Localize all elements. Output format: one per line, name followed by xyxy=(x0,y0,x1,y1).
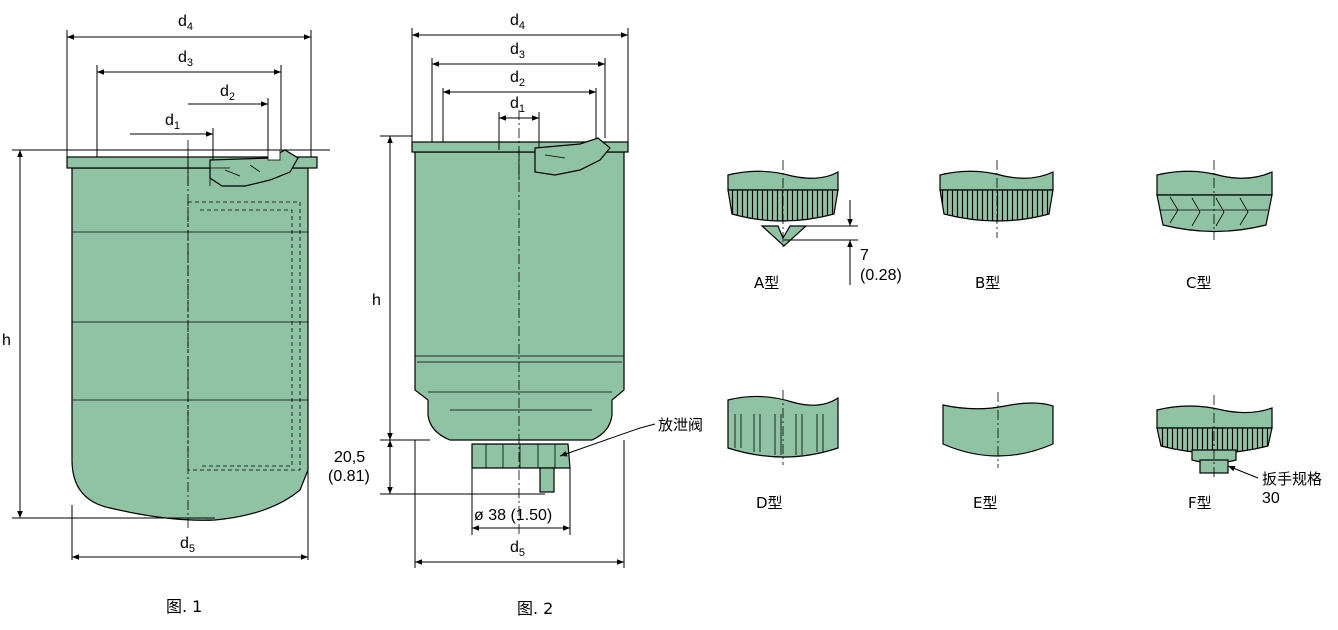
fig1-h-label: h xyxy=(2,332,11,349)
fig2-can-body xyxy=(414,151,625,441)
fig2-drain-dia: ø 38 (1.50) xyxy=(474,507,552,524)
svg-text:d1: d1 xyxy=(510,95,525,115)
fig2-top-plate xyxy=(411,141,629,153)
fig2-drain-valve-label: 放泄阀 xyxy=(658,416,703,434)
fig2-caption: 图. 2 xyxy=(517,599,553,618)
fig1-d3-label: d xyxy=(178,49,187,66)
type-a: 7 (0.28) A型 xyxy=(727,160,902,292)
svg-text:d1: d1 xyxy=(165,112,180,132)
type-c-label: C型 xyxy=(1186,274,1211,292)
type-f: 扳手规格 30 F型 xyxy=(1156,395,1322,512)
type-f-value: 30 xyxy=(1262,490,1280,507)
fig1-d5-label: d xyxy=(180,535,189,552)
type-d: D型 xyxy=(727,390,839,512)
figure-1: d4 d3 d2 d1 d5 h 图. 1 xyxy=(2,13,330,616)
svg-text:d4: d4 xyxy=(178,13,193,33)
type-b-label: B型 xyxy=(975,274,1000,292)
fig1-d2-label: d xyxy=(220,83,229,100)
type-e-label: E型 xyxy=(973,494,997,512)
fig2-drain-height: 20,5 xyxy=(334,449,365,466)
fig1-caption: 图. 1 xyxy=(166,597,202,616)
fig1-d1-label: d xyxy=(165,112,174,129)
fig1-can-body xyxy=(71,167,309,521)
svg-text:d2: d2 xyxy=(510,69,525,89)
fig2-seal-section xyxy=(534,137,611,176)
figure-2: d4 d3 d2 d1 d5 h 20,5 (0.81) ø 38 (1.50)… xyxy=(328,12,703,618)
fig2-drain-plug xyxy=(539,467,555,493)
fig2-d1-label: d xyxy=(510,95,519,112)
svg-text:d5: d5 xyxy=(180,535,195,555)
svg-text:d3: d3 xyxy=(510,41,525,61)
type-e: E型 xyxy=(942,392,1054,512)
fig1-hidden-element xyxy=(187,201,301,471)
fig2-d5-label: d xyxy=(510,539,519,556)
type-a-dim-in: (0.28) xyxy=(860,267,902,284)
type-f-note: 扳手规格 xyxy=(1262,470,1322,488)
fig1-d4-label: d xyxy=(178,13,187,30)
fig2-d3-label: d xyxy=(510,41,519,58)
fig2-drain-height-in: (0.81) xyxy=(328,468,370,485)
svg-text:d2: d2 xyxy=(220,83,235,103)
svg-text:d5: d5 xyxy=(510,539,525,559)
type-a-label: A型 xyxy=(754,274,779,292)
type-a-dim: 7 xyxy=(860,247,869,264)
svg-text:d3: d3 xyxy=(178,49,193,69)
fig2-d2-label: d xyxy=(510,69,519,86)
svg-text:d4: d4 xyxy=(510,12,525,32)
fig2-h-label: h xyxy=(372,292,381,309)
fig2-d4-label: d xyxy=(510,12,519,29)
type-f-label: F型 xyxy=(1188,494,1212,512)
type-b: B型 xyxy=(939,160,1054,292)
type-d-label: D型 xyxy=(756,494,783,512)
type-c: C型 xyxy=(1156,160,1273,292)
